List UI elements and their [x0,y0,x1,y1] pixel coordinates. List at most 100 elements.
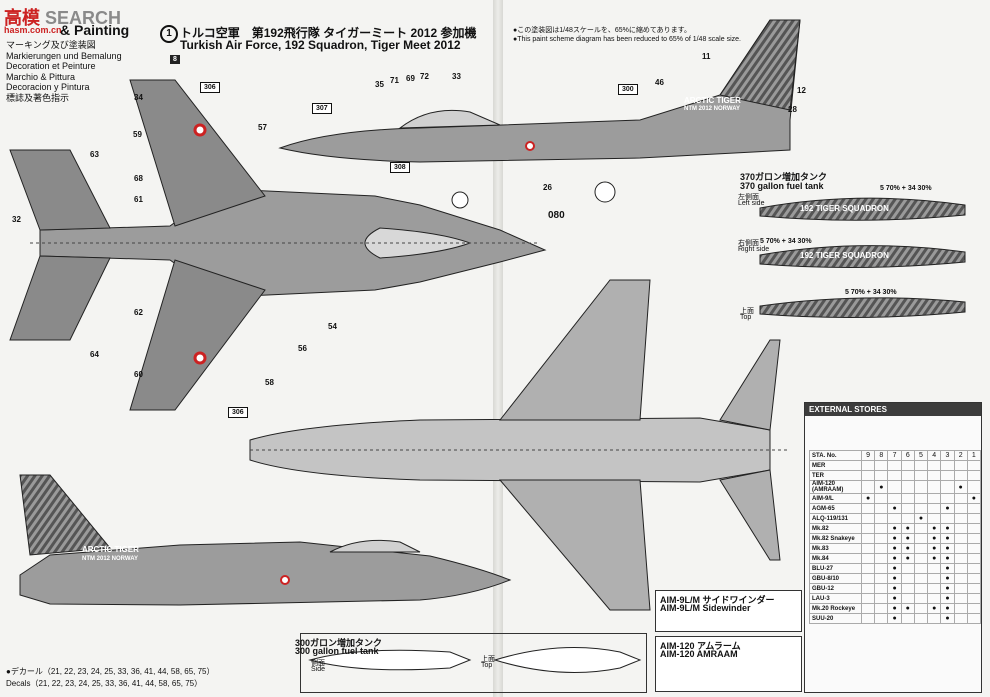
callout-306: 306 [200,82,220,93]
store-dot [940,480,955,494]
callout-8: 8 [170,55,180,64]
lang-it: Marchio & Pittura [6,71,76,82]
store-dot [953,573,968,584]
store-dot [927,573,942,584]
stores-row: MER [808,460,982,471]
store-name: Mk.20 Rockeye [808,603,863,614]
callout-54: 54 [328,322,337,331]
store-dot [927,460,942,471]
store-dot [966,533,982,544]
callout-69: 69 [406,74,415,83]
callout-32: 32 [12,215,21,224]
store-dot: ● [913,513,929,524]
store-dot [940,460,955,471]
tail-art-sub-left: NTM 2012 NORWAY [82,556,139,562]
callout-57: 57 [258,123,267,132]
top-view-aircraft [9,79,547,411]
store-dot [913,543,929,554]
store-dot: ● [887,613,902,624]
tank-mix-3: 5 70% + 34 30% [845,289,897,296]
store-dot [861,513,876,524]
tank-mix-2: 5 70% + 34 30% [760,238,812,245]
callout-34: 34 [134,93,143,102]
callout-307: 307 [312,103,332,114]
callout-308: 308 [390,162,410,173]
store-name: ALQ-119/131 [808,513,863,524]
store-dot [953,503,968,514]
callout-26: 26 [543,183,552,192]
store-dot [940,470,955,481]
watermark-site: hasm.com.cn [4,25,62,35]
store-dot [874,603,889,614]
tank-left-side-en: Left side [738,200,765,207]
store-dot [913,593,929,604]
lang-fr: Decoration et Peinture [6,61,96,71]
store-dot [900,480,915,494]
store-dot [861,603,876,614]
tank-top-jp: 上面 [740,308,754,315]
store-dot [900,613,915,624]
store-dot: ● [887,553,902,564]
tank-left-side-jp: 左側面 [738,194,759,201]
tank-text-2: 192 TIGER SQUADRON [800,251,889,260]
sta-label: STA. No. [808,450,863,461]
callout-300: 300 [618,84,638,95]
store-dot [927,563,942,574]
store-dot [966,553,982,564]
store-dot [966,480,982,494]
store-dot [913,470,929,481]
store-dot: ● [887,593,902,604]
store-name: Mk.82 Snakeye [808,533,863,544]
watermark-logo: 高模 SEARCH [4,8,122,28]
store-dot [861,480,876,494]
callout-71: 71 [390,76,399,85]
store-dot [913,503,929,514]
callout-35: 35 [375,80,384,89]
store-dot: ● [940,503,955,514]
tank-300-box: 300ガロン増加タンク 300 gallon fuel tank 側面 Side… [295,633,647,693]
store-dot [861,503,876,514]
callout-68: 68 [134,174,143,183]
store-dot [887,460,902,471]
store-dot [874,553,889,564]
stores-row: AGM-65●● [808,503,982,514]
stores-row: SUU-20●● [808,613,982,624]
callout-63: 63 [90,150,99,159]
aim9-title-jp: AIM-9L/M サイドワインダー [660,595,775,605]
store-dot [927,470,942,481]
callout-58: 58 [265,378,274,387]
store-dot [900,503,915,514]
store-name: AGM-65 [808,503,863,514]
callout-72: 72 [420,72,429,81]
store-dot [861,613,876,624]
tank-300-side-en: Side [311,666,326,673]
store-dot: ● [887,523,902,534]
callout-33: 33 [452,72,461,81]
store-dot [913,553,929,564]
stores-row: Mk.20 Rockeye●●●● [808,603,982,614]
store-dot: ● [940,543,955,554]
store-name: SUU-20 [808,613,863,624]
store-dot [913,460,929,471]
tail-art-sub: NTM 2012 NORWAY [684,106,741,112]
store-dot [953,493,968,504]
tank-top-en: Top [740,314,752,321]
callout-56: 56 [298,344,307,353]
store-dot [874,503,889,514]
store-dot [900,460,915,471]
store-dot: ● [940,603,955,614]
store-dot: ● [940,553,955,564]
store-dot [900,563,915,574]
store-dot [874,613,889,624]
store-name: GBU-12 [808,583,863,594]
stores-row: AIM-120 (AMRAAM)●● [808,480,982,494]
store-dot [900,470,915,481]
store-dot: ● [887,573,902,584]
callout-46: 46 [655,78,664,87]
stores-row: AIM-9/L●● [808,493,982,504]
store-dot [953,543,968,554]
store-dot [913,493,929,504]
store-dot [861,543,876,554]
